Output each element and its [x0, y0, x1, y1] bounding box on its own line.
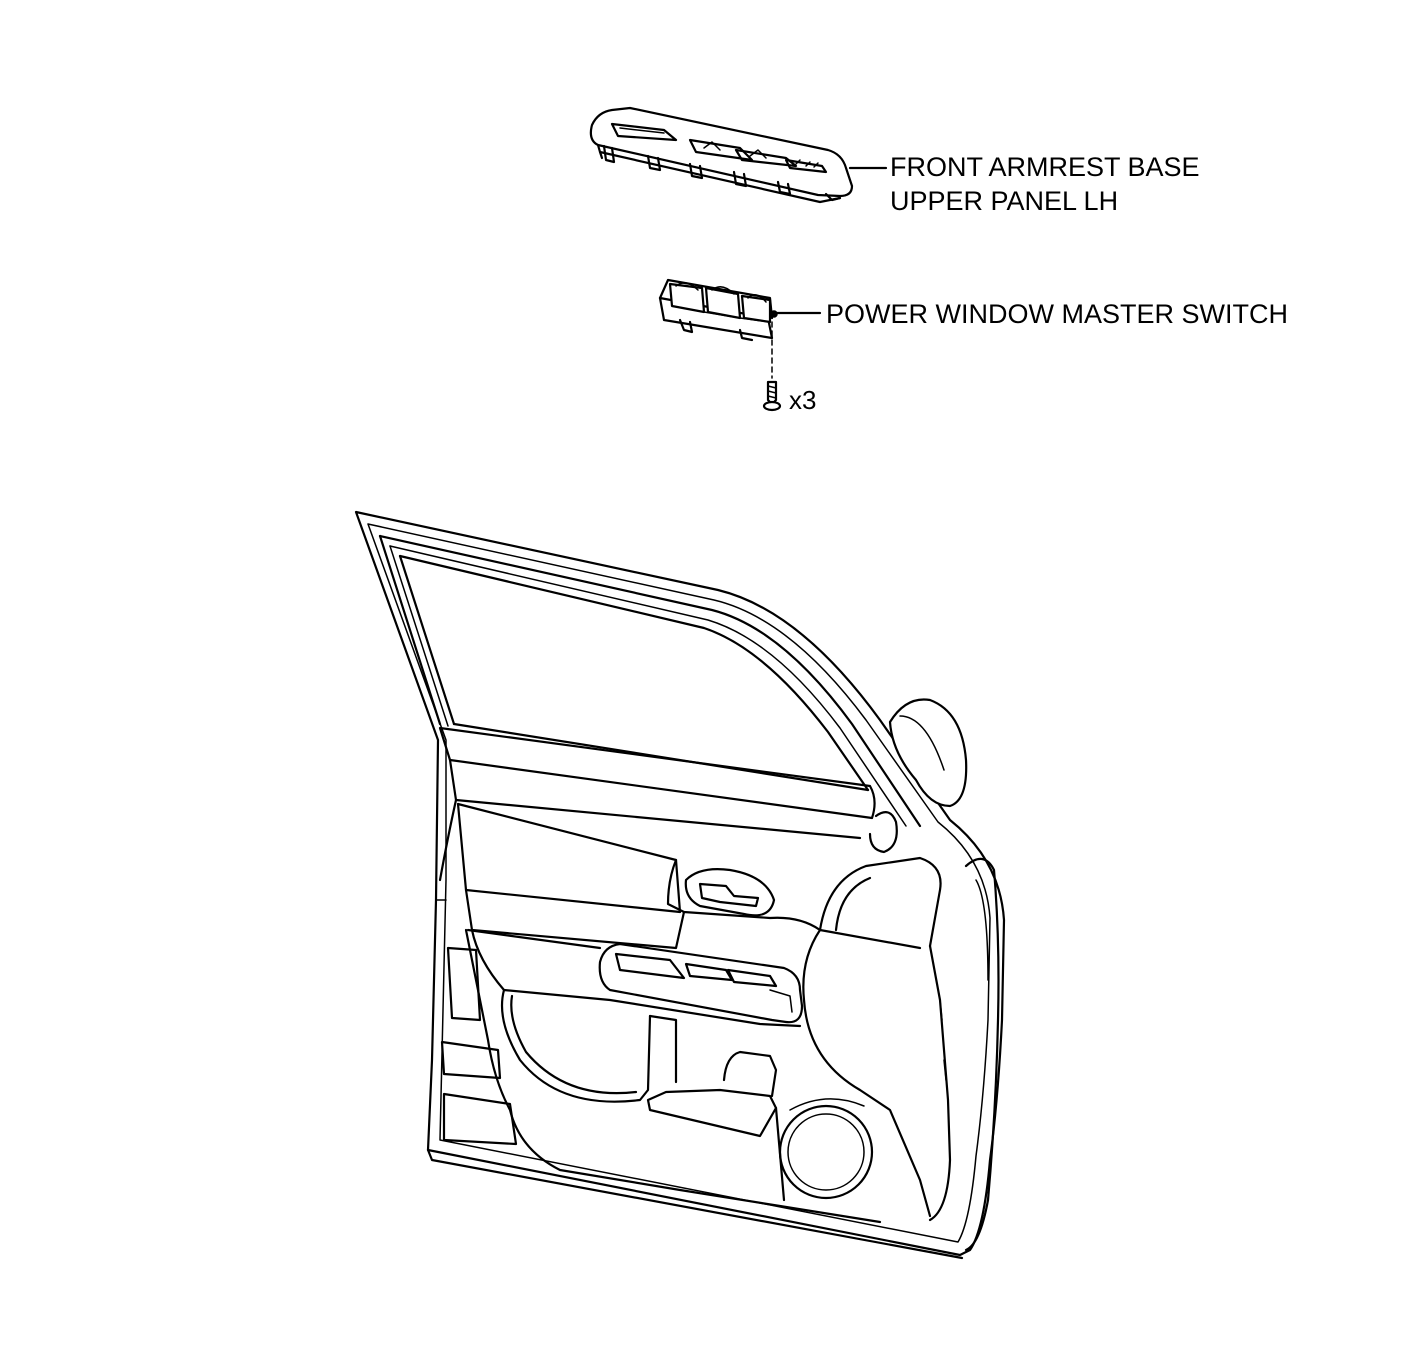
- screw-quantity-label: x3: [789, 385, 817, 415]
- master-switch-drawing: [658, 278, 778, 342]
- armrest-panel-label: FRONT ARMREST BASE UPPER PANEL LH: [890, 150, 1200, 218]
- screw-icon: [762, 380, 782, 412]
- master-switch-label: POWER WINDOW MASTER SWITCH: [826, 299, 1288, 329]
- armrest-upper-panel-drawing: [589, 106, 854, 204]
- armrest-panel-label-line2: UPPER PANEL LH: [890, 186, 1119, 216]
- front-door-drawing: [354, 510, 1006, 1260]
- armrest-panel-label-line1: FRONT ARMREST BASE: [890, 152, 1200, 182]
